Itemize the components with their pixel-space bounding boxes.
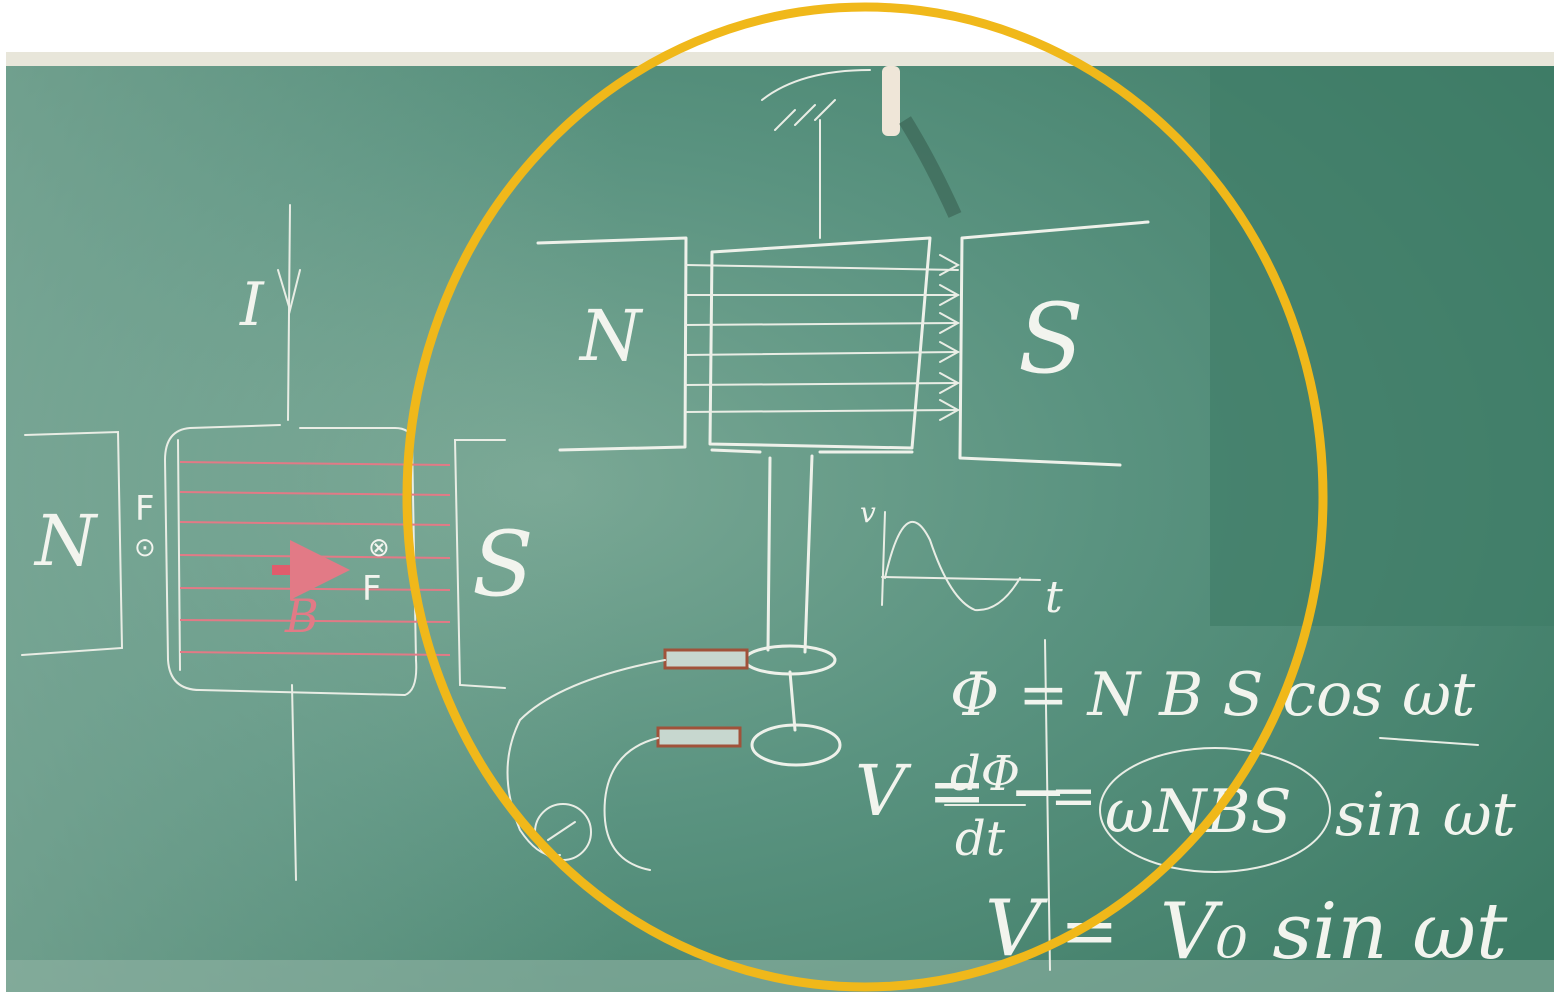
equations: Φ = N B S cos ωt V = − dΦ dt = ωNBS sin … [855, 639, 1517, 977]
brush-upper [663, 648, 749, 670]
coil-rectangle [708, 236, 932, 450]
brush-lower [656, 726, 742, 748]
coil-flux-lines [685, 254, 961, 421]
top-margin [0, 0, 1560, 60]
board-left-glare [6, 66, 626, 992]
board-right-patch [1210, 66, 1554, 626]
eraser-smudge [899, 116, 962, 218]
field-label: B [284, 589, 319, 643]
south-magnet-left [453, 439, 506, 689]
graph-v-axis [881, 511, 886, 606]
south-label-left: S [472, 512, 534, 617]
current-wire-top [287, 204, 291, 421]
south-magnet [958, 220, 1150, 467]
circuit-wire [506, 659, 666, 871]
emf-numerator: dΦ [950, 746, 1020, 802]
emf-circle [1099, 747, 1331, 873]
emf-equals: = [1050, 764, 1097, 829]
force-out-icon: ⊙ [134, 533, 156, 563]
graph-t-axis [881, 576, 1041, 581]
emf-lhs: V = − [855, 750, 1067, 832]
shaft [710, 448, 914, 654]
shaft-lower [788, 670, 797, 732]
peak-rhs: V₀ sin ωt [1160, 887, 1508, 977]
flux-equation: Φ = N B S cos ωt [950, 660, 1476, 730]
eye-sketch-icon [761, 69, 871, 131]
current-arrow-icon [277, 269, 301, 314]
graph-v-label: v [860, 496, 876, 529]
force-label-right: F [362, 569, 382, 609]
current-wire-bottom [291, 684, 297, 881]
emf-tail: sin ωt [1335, 780, 1517, 850]
south-label: S [1018, 283, 1084, 395]
chalk-stick [882, 66, 900, 136]
slip-ring-lower [750, 723, 842, 767]
equation-divider [1044, 639, 1051, 971]
north-magnet [536, 236, 688, 452]
graph-sine-wave [884, 520, 1021, 612]
north-label: N [578, 295, 644, 377]
meter-needle-icon [547, 821, 576, 841]
north-magnet-left [21, 430, 124, 656]
coil-inner [177, 439, 181, 671]
highlight-circle [402, 2, 1328, 992]
generator-diagram: N S v t [506, 66, 1150, 871]
north-label-left: N [33, 500, 99, 582]
top-ledge [6, 52, 1554, 68]
force-in-icon: ⊗ [368, 533, 390, 563]
flux-underline [1379, 737, 1479, 746]
force-label-left: F [135, 489, 155, 529]
emf-denominator: dt [955, 811, 1006, 867]
current-label: I [239, 270, 265, 340]
graph-t-label: t [1045, 572, 1063, 623]
